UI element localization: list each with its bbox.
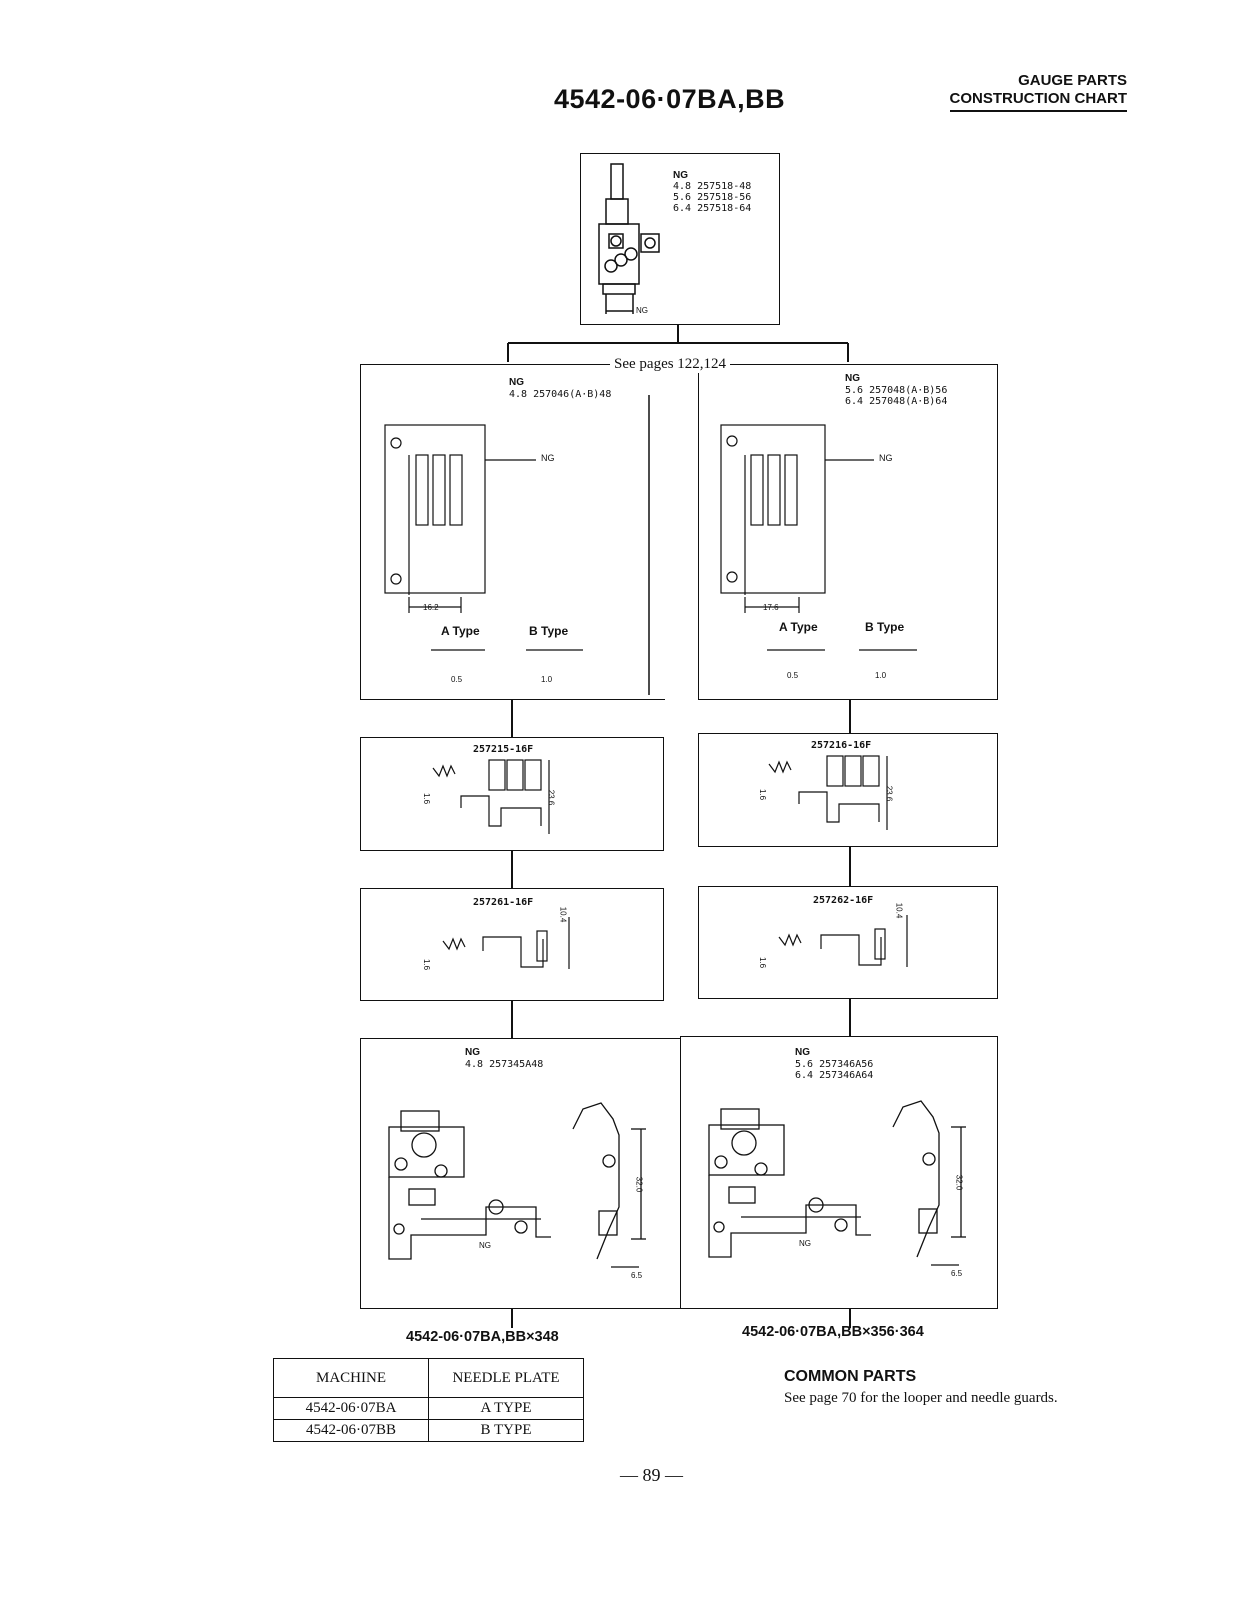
needle-plate-left-dim: 16.2 [423,603,439,612]
diff-feed-left-dim-v: 10.4 [558,906,568,923]
diff-feed-right-drawing [778,915,908,967]
table-row: 4542-06·07BB B TYPE [273,1419,584,1442]
needle-plate-right-dim-a: 0.5 [787,671,799,680]
table-cell-needle-plate: A TYPE [428,1397,584,1420]
needle-clamp-ng-heading: NG [673,170,688,181]
presser-left-dim-v: 32.0 [634,1176,644,1193]
table-header-machine: MACHINE [273,1358,429,1398]
needle-plate-left-dim-b: 1.0 [541,675,553,684]
main-feed-right-dim-h: 1.6 [758,788,768,801]
table-cell-machine: 4542-06·07BB [273,1419,429,1442]
chart-title-line2: CONSTRUCTION CHART [949,90,1127,112]
machine-needle-plate-table: MACHINE NEEDLE PLATE 4542-06·07BA A TYPE… [273,1358,584,1442]
presser-left-dim-h: 6.5 [631,1271,643,1280]
main-feed-left-dim-h: 1.6 [422,792,432,805]
presser-left-part: 4.8 257345A48 [465,1059,544,1070]
chart-header: GAUGE PARTS CONSTRUCTION CHART [949,72,1127,112]
needle-plate-left-dim-a: 0.5 [451,675,463,684]
diff-feed-right-part: 257262-16F [813,895,874,906]
presser-right-dim-h: 6.5 [951,1269,963,1278]
needle-plate-right-ng-label: NG [879,453,893,463]
common-parts-title: COMMON PARTS [784,1368,917,1385]
needle-plate-left-type-a: A Type [441,624,480,638]
needle-clamp-ng-dim: NG [636,306,648,315]
chart-title-line1: GAUGE PARTS [1018,72,1127,89]
needle-plate-left-drawing [384,395,650,695]
presser-right-ng-label: NG [799,1239,811,1248]
diff-feed-left-box: 257261-16F 1.6 10.4 [360,888,664,1001]
presser-right-ng-heading: NG [795,1047,810,1058]
diff-feed-right-dim-h: 1.6 [758,956,768,969]
presser-right-part-56: 5.6 257346A56 [795,1059,874,1070]
main-feed-left-part: 257215-16F [473,744,534,755]
needle-plate-left-type-b: B Type [529,624,569,638]
needle-plate-right-dim: 17.6 [763,603,779,612]
presser-right-dim-v: 32.0 [954,1174,964,1191]
needle-clamp-part-64: 6.4 257518-64 [673,203,752,214]
diff-feed-left-part: 257261-16F [473,897,534,908]
diff-feed-right-box: 257262-16F 1.6 10.4 [698,886,998,999]
presser-left-ng-label: NG [479,1241,491,1250]
needle-clamp-drawing [598,163,660,314]
needle-plate-right-type-b: B Type [865,620,905,634]
model-label-356-364: 4542-06·07BA,BB×356·364 [742,1324,924,1340]
presser-left-drawing [388,1102,646,1268]
presser-right-part-64: 6.4 257346A64 [795,1070,874,1081]
main-feed-right-drawing [768,755,888,830]
presser-left-ng-heading: NG [465,1047,480,1058]
page-number: — 89 — [620,1465,683,1485]
needle-clamp-part-48: 4.8 257518-48 [673,181,752,192]
main-feed-right-box: 257216-16F 1.6 23.6 [698,733,998,847]
needle-clamp-part-56: 5.6 257518-56 [673,192,752,203]
table-header-needle-plate: NEEDLE PLATE [428,1358,584,1398]
main-feed-left-box: 257215-16F 1.6 23.6 [360,737,664,851]
common-parts-text: See page 70 for the looper and needle gu… [784,1390,1058,1406]
diff-feed-left-dim-h: 1.6 [422,958,432,971]
table-cell-needle-plate: B TYPE [428,1419,584,1442]
needle-plate-left-ng-heading: NG [509,377,524,388]
main-feed-right-dim-v: 23.6 [884,785,894,802]
table-row: 4542-06·07BA A TYPE [273,1397,584,1420]
needle-plate-right-part-56: 5.6 257048(A·B)56 [845,385,948,396]
table-header-row: MACHINE NEEDLE PLATE [273,1358,584,1398]
needle-clamp-box: NG 4.8 257518-48 5.6 257518-56 6.4 25751… [580,153,780,325]
main-feed-right-part: 257216-16F [811,740,872,751]
needle-plate-right-dim-b: 1.0 [875,671,887,680]
needle-plate-right-type-a: A Type [779,620,818,634]
main-feed-left-dim-v: 23.6 [546,789,556,806]
diff-feed-left-drawing [442,917,570,969]
needle-plate-right-ng-heading: NG [845,373,860,384]
presser-right-drawing [708,1100,966,1266]
table-cell-machine: 4542-06·07BA [273,1397,429,1420]
needle-plate-left-box: NG 4.8 257046(A·B)48 NG 16.2 A Type B Ty… [360,364,665,700]
main-feed-left-drawing [432,759,550,834]
needle-plate-right-part-64: 6.4 257048(A·B)64 [845,396,948,407]
needle-plate-left-part: 4.8 257046(A·B)48 [509,389,612,400]
presser-right-box: NG 5.6 257346A56 6.4 257346A64 NG 32.0 6… [680,1036,998,1309]
page-title: 4542-06·07BA,BB [554,84,786,114]
needle-plate-left-ng-label: NG [541,453,555,463]
needle-plate-right-box: NG 5.6 257048(A·B)56 6.4 257048(A·B)64 N… [698,364,998,700]
model-label-348: 4542-06·07BA,BB×348 [406,1329,559,1345]
needle-plate-right-drawing [720,424,917,651]
presser-left-box: NG 4.8 257345A48 NG 32.0 6.5 [360,1038,681,1309]
diff-feed-right-dim-v: 10.4 [894,902,904,919]
see-pages-note: See pages 122,124 [610,356,731,373]
